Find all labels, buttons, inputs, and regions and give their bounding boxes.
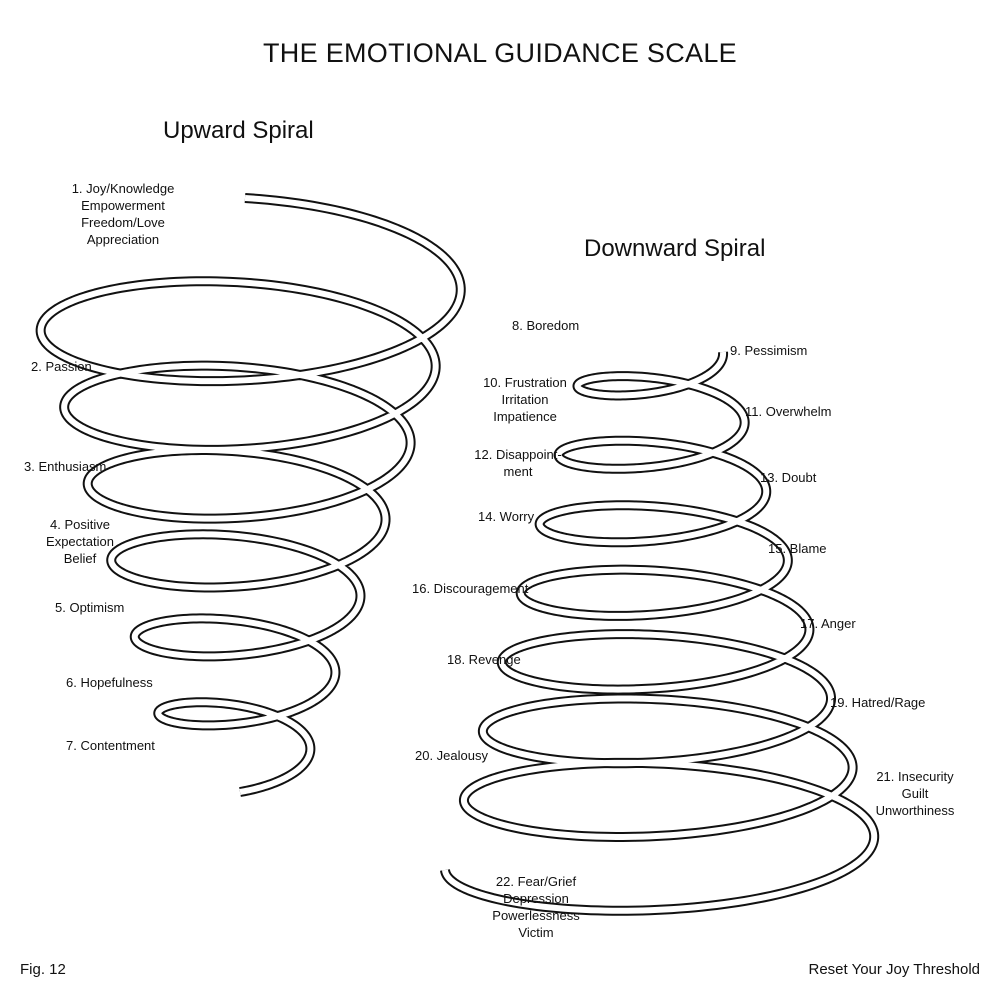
label-doubt: 13. Doubt [760,470,817,485]
downward-spiral-title: Downward Spiral [584,235,766,262]
page-title: THE EMOTIONAL GUIDANCE SCALE [263,38,737,68]
label-worry: 14. Worry [478,509,535,524]
label-anger: 17. Anger [800,616,856,631]
label-disappointment: 12. Disappoint-ment [474,447,562,479]
label-discouragement: 16. Discouragement [412,581,529,596]
label-contentment: 7. Contentment [66,738,155,753]
upward-spiral-coil [35,193,466,797]
downward-spiral-fill [442,350,878,914]
label-optimism: 5. Optimism [55,600,125,615]
label-pessimism: 9. Pessimism [730,343,808,358]
downward-spiral-coil [440,348,880,916]
upward-spiral-fill [37,195,464,795]
upward-spiral-title: Upward Spiral [163,117,314,144]
label-hopefulness: 6. Hopefulness [66,675,153,690]
figure-number: Fig. 12 [20,961,66,978]
label-boredom: 8. Boredom [512,318,580,333]
footer-caption: Reset Your Joy Threshold [808,961,981,978]
label-jealousy: 20. Jealousy [415,748,488,763]
upward-spiral-outline [35,193,466,797]
label-enthusiasm: 3. Enthusiasm [24,459,107,474]
label-hatred-rage: 19. Hatred/Rage [830,695,926,710]
label-revenge: 18. Revenge [447,652,521,667]
label-overwhelm: 11. Overwhelm [745,404,832,419]
label-passion: 2. Passion [31,359,92,374]
label-blame: 15. Blame [768,541,827,556]
